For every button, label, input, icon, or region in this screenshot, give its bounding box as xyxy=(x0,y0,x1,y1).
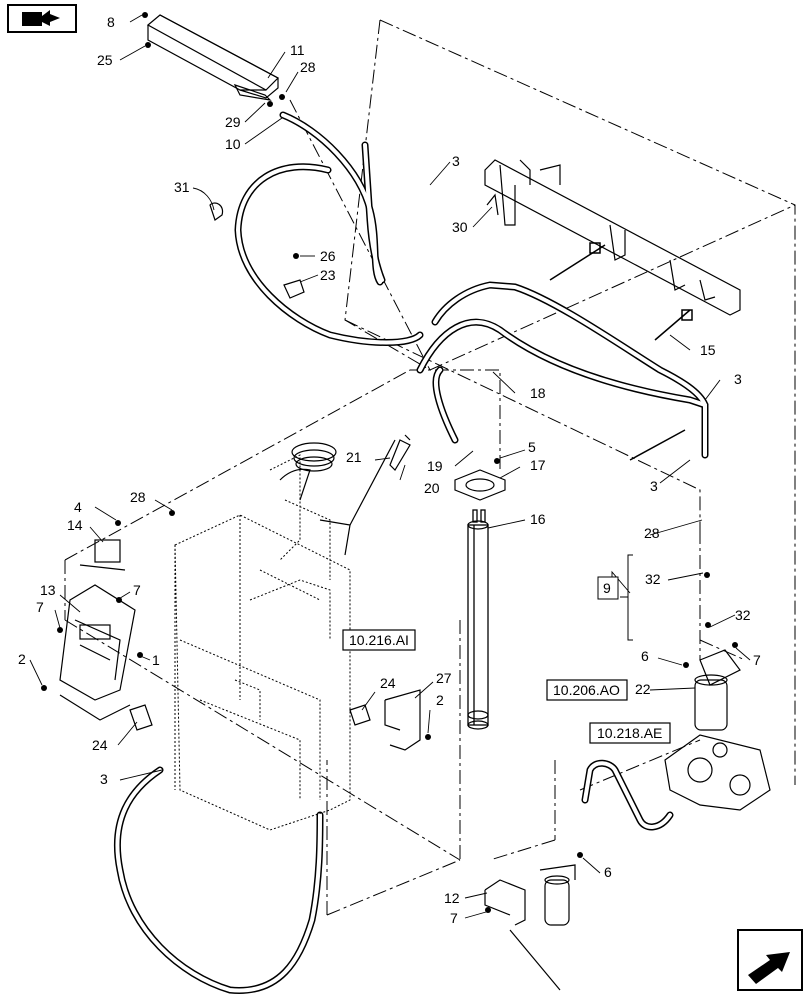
callout-3: 3 xyxy=(452,153,460,169)
callout-24: 24 xyxy=(380,675,396,691)
callout-14: 14 xyxy=(67,517,83,533)
callout-3d: 3 xyxy=(100,771,108,787)
sender-rod-16 xyxy=(467,509,489,730)
callout-29: 29 xyxy=(225,114,241,130)
group-bracket xyxy=(620,554,633,641)
group-label-9: 9 xyxy=(597,576,619,600)
callout-5: 5 xyxy=(528,439,536,455)
callout-7: 7 xyxy=(36,599,44,615)
page-back-icon[interactable] xyxy=(7,4,77,33)
callout-10: 10 xyxy=(225,136,241,152)
filter-22 xyxy=(694,649,741,731)
callout-21: 21 xyxy=(346,449,362,465)
callout-2b: 2 xyxy=(436,692,444,708)
callout-3b: 3 xyxy=(734,371,742,387)
callout-6: 6 xyxy=(641,648,649,664)
relay-14 xyxy=(79,539,126,571)
callout-11: 11 xyxy=(290,42,305,58)
callout-30: 30 xyxy=(452,219,468,235)
callout-8: 8 xyxy=(107,14,115,30)
ref-10-218-ae[interactable]: 10.218.AE xyxy=(589,722,671,744)
callout-18: 18 xyxy=(530,385,546,401)
callout-28b: 28 xyxy=(644,525,660,541)
callout-3c: 3 xyxy=(650,478,658,494)
callout-2: 2 xyxy=(18,651,26,667)
callout-1: 1 xyxy=(152,652,160,668)
callout-24b: 24 xyxy=(92,737,108,753)
leader-lines xyxy=(29,14,751,919)
gasket-17 xyxy=(454,469,506,501)
svg-text:10.216.AI: 10.216.AI xyxy=(349,632,409,648)
callout-23: 23 xyxy=(320,267,336,283)
callout-16: 16 xyxy=(530,511,546,527)
dipstick xyxy=(319,434,411,556)
callout-20: 20 xyxy=(424,480,440,496)
hoses xyxy=(113,111,709,994)
pump xyxy=(664,734,771,811)
callout-6b: 6 xyxy=(604,864,612,880)
callout-15: 15 xyxy=(700,342,716,358)
callout-32b: 32 xyxy=(735,607,751,623)
callout-13: 13 xyxy=(40,582,56,598)
callout-25: 25 xyxy=(97,52,113,68)
frame-rail xyxy=(484,159,741,316)
callout-32: 32 xyxy=(645,571,661,587)
callout-27: 27 xyxy=(436,670,452,686)
svg-text:9: 9 xyxy=(603,580,611,596)
callout-7c: 7 xyxy=(753,652,761,668)
callout-7b: 7 xyxy=(133,582,141,598)
straps-15 xyxy=(549,242,693,461)
callout-4: 4 xyxy=(74,499,82,515)
next-page-arrow-icon[interactable] xyxy=(737,929,803,991)
callout-12: 12 xyxy=(444,890,460,906)
bracket-11 xyxy=(146,14,279,101)
callout-19: 19 xyxy=(427,458,443,474)
ref-10-216-ai[interactable]: 10.216.AI xyxy=(342,629,416,651)
callout-17: 17 xyxy=(530,457,546,473)
fuel-tank xyxy=(174,454,351,831)
callout-labels: 8 25 11 28 29 10 3 31 26 23 30 15 18 3 5… xyxy=(18,14,761,926)
svg-text:10.206.AO: 10.206.AO xyxy=(553,682,620,698)
callout-28: 28 xyxy=(300,59,316,75)
fasteners xyxy=(41,12,738,913)
callout-7d: 7 xyxy=(450,910,458,926)
callout-26: 26 xyxy=(320,248,336,264)
pads-24 xyxy=(129,704,371,731)
callout-28c: 28 xyxy=(130,489,146,505)
fuel-cap xyxy=(279,442,337,501)
callout-22: 22 xyxy=(635,681,651,697)
bracket-27 xyxy=(384,689,421,751)
callout-31: 31 xyxy=(174,179,190,195)
ecu-13 xyxy=(59,584,136,721)
svg-text:10.218.AE: 10.218.AE xyxy=(597,725,662,741)
filter-12 xyxy=(484,864,576,991)
ref-10-206-ao[interactable]: 10.206.AO xyxy=(546,679,628,701)
